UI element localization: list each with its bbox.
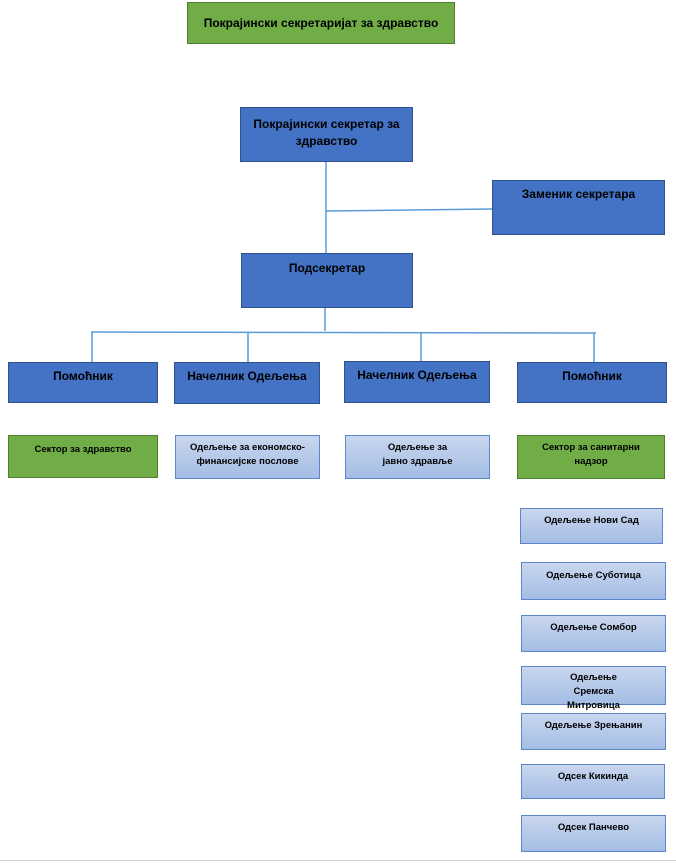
connector-horizontal-bus xyxy=(90,331,597,334)
department-head-box-1: Начелник Одељења xyxy=(174,362,320,404)
department-novi-sad-label: Одељење Нови Сад xyxy=(544,515,639,526)
department-sremska-mitrovica-box: Одељење Сремска Митровица xyxy=(521,666,666,711)
department-novi-sad-box: Одељење Нови Сад xyxy=(520,508,663,544)
department-head-label-2: Начелник Одељења xyxy=(357,368,477,382)
department-sremska-mitrovica-label: Одељење Сремска Митровица xyxy=(567,672,620,711)
section-kikinda-label: Одсек Кикинда xyxy=(557,771,629,782)
deputy-box: Заменик секретара xyxy=(492,180,665,235)
department-zrenjanin-label: Одељење Зрењанин xyxy=(544,720,643,731)
sanitary-inspection-sector-label: Сектор за санитарни надзор xyxy=(542,442,640,467)
deputy-label: Заменик секретара xyxy=(521,187,636,201)
secretary-label: Покрајински секретар за здравство xyxy=(253,117,400,148)
assistant-label-1: Помоћник xyxy=(53,369,113,383)
secretariat-title: Покрајински секретаријат за здравство xyxy=(203,16,439,30)
secretary-box: Покрајински секретар за здравство xyxy=(240,107,413,162)
department-subotica-box: Одељење Суботица xyxy=(521,562,666,600)
public-health-department-box: Одељење за јавно здравље xyxy=(345,435,490,479)
page-bottom-divider xyxy=(0,860,676,861)
economic-finance-department-box: Одељење за економско-финансијске послове xyxy=(175,435,320,479)
public-health-department-label: Одељење за јавно здравље xyxy=(382,442,453,467)
department-head-label-1: Начелник Одељења xyxy=(187,369,307,383)
department-zrenjanin-box: Одељење Зрењанин xyxy=(521,713,666,750)
department-head-box-2: Начелник Одељења xyxy=(344,361,490,403)
economic-finance-department-label: Одељење за економско-финансијске послове xyxy=(190,442,305,467)
connector-deputy xyxy=(325,208,493,212)
assistant-box-2: Помоћник xyxy=(517,362,667,403)
section-kikinda-box: Одсек Кикинда xyxy=(521,764,665,799)
assistant-label-2: Помоћник xyxy=(562,369,622,383)
department-sombor-box: Одељење Сомбор xyxy=(521,615,666,652)
sanitary-inspection-sector-box: Сектор за санитарни надзор xyxy=(517,435,665,479)
section-pancevo-label: Одсек Панчево xyxy=(557,822,630,833)
assistant-box-1: Помоћник xyxy=(8,362,158,403)
health-sector-box: Сектор за здравство xyxy=(8,435,158,478)
undersecretary-box: Подсекретар xyxy=(241,253,413,308)
department-sombor-label: Одељење Сомбор xyxy=(550,622,637,633)
health-sector-label: Сектор за здравство xyxy=(34,444,132,455)
undersecretary-label: Подсекретар xyxy=(288,261,366,275)
department-subotica-label: Одељење Суботица xyxy=(546,570,641,581)
secretariat-title-box: Покрајински секретаријат за здравство xyxy=(187,2,455,44)
section-pancevo-box: Одсек Панчево xyxy=(521,815,666,852)
